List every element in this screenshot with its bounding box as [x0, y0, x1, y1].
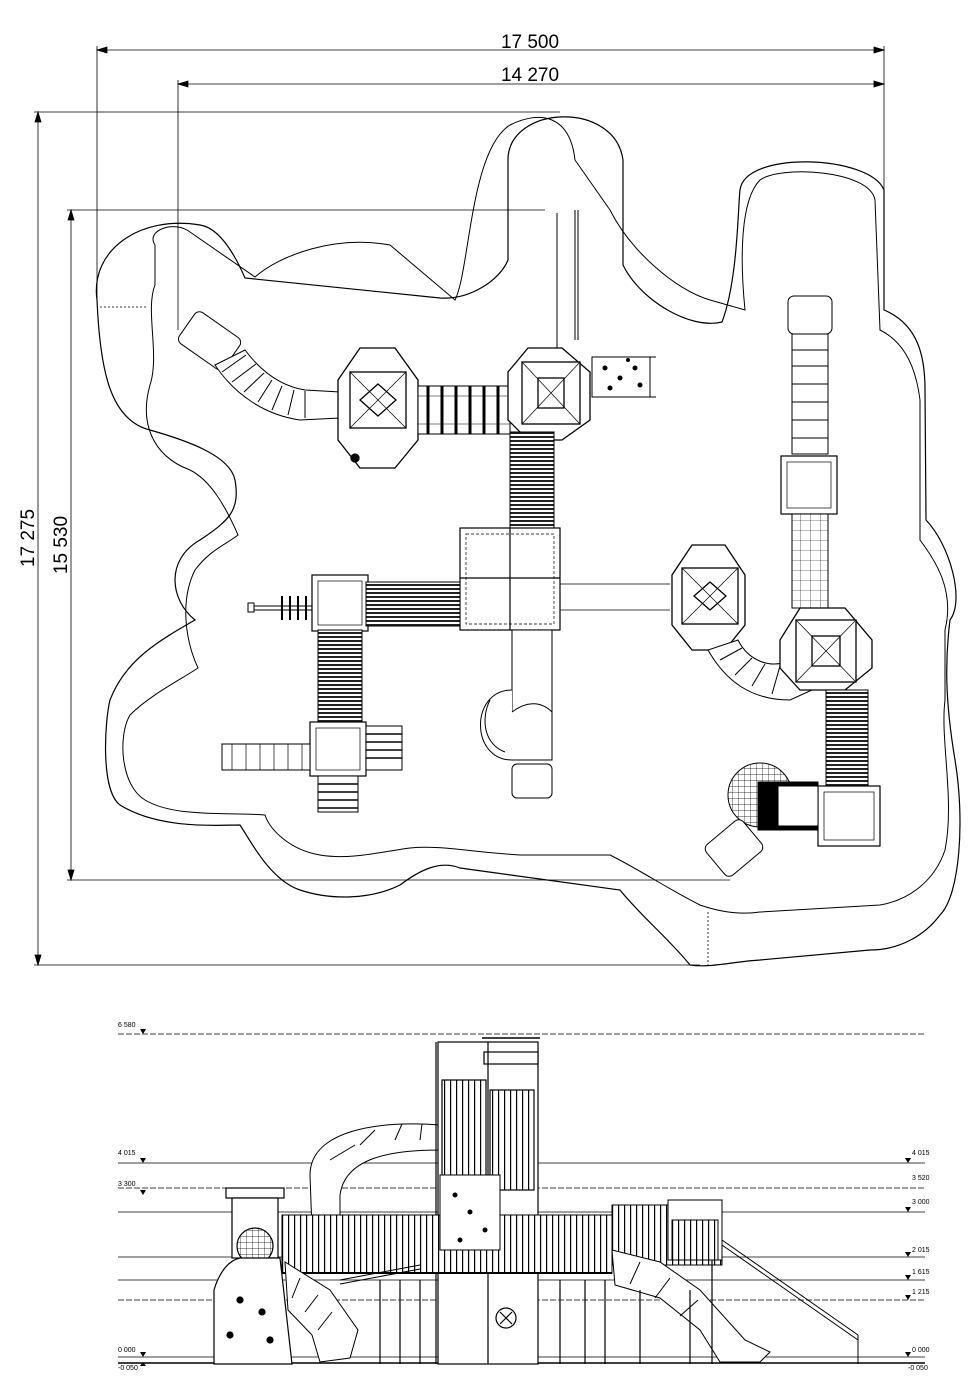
- level-right-1615: 1 615: [912, 1269, 930, 1276]
- tube-slide-f-g: [707, 639, 813, 701]
- bridge-a-b: [417, 385, 511, 435]
- poles: [556, 210, 579, 348]
- tower-hex-f: [671, 544, 746, 651]
- level-left-3300: 3 300: [118, 1181, 136, 1188]
- elevation-left-tower: [213, 1187, 293, 1365]
- elevation-view: 6 580 4 015 3 300 0 000 -0 050 4 015 3 5…: [118, 1022, 930, 1372]
- elevation-right-stairs: [667, 1199, 859, 1364]
- tower-hex-b: [507, 347, 591, 441]
- tower-hex-a: [337, 347, 419, 469]
- dimension-lines: [34, 46, 886, 967]
- tower-g: [780, 455, 838, 515]
- level-right-3520: 3 520: [912, 1175, 930, 1182]
- level-right-minus-0050: -0 050: [908, 1365, 928, 1372]
- levels-right: 4 015 3 520 3 000 2 015 1 615 1 215 0 00…: [905, 1150, 930, 1372]
- net-bridge-g-h: [791, 513, 829, 609]
- level-right-0000: 0 000: [912, 1347, 930, 1354]
- level-left-4015: 4 015: [118, 1150, 136, 1157]
- ladders-e: [221, 725, 403, 813]
- side-ladder-d: [247, 596, 312, 620]
- level-left-minus-0050: -0 050: [118, 1365, 138, 1372]
- tower-hex-h: [779, 607, 873, 691]
- dim-inner-width: 14 270: [501, 65, 559, 86]
- dim-total-depth: 17 275: [18, 509, 39, 567]
- level-left-6580: 6 580: [118, 1022, 136, 1029]
- dim-inner-depth: 15 530: [51, 516, 72, 574]
- tube-slide-top-left: [178, 311, 341, 421]
- level-right-3000: 3 000: [912, 1199, 930, 1206]
- ramp-h-i: [825, 689, 869, 787]
- dim-total-width: 17 500: [501, 32, 559, 53]
- net-tunnel: [704, 762, 819, 877]
- level-right-1215: 1 215: [912, 1289, 930, 1296]
- plan-view: 17 500 14 270 17 275 15 530: [18, 32, 961, 967]
- levels-left: 6 580 4 015 3 300 0 000 -0 050: [118, 1022, 146, 1372]
- level-right-2015: 2 015: [912, 1247, 930, 1254]
- elevation-left-slide: [284, 1261, 359, 1363]
- central-tower: [459, 527, 670, 631]
- inner-safety-zone: [122, 117, 949, 914]
- elevation-right-slide: [611, 1249, 771, 1363]
- tube-slide-right: [787, 295, 833, 455]
- ramp-d-e: [317, 629, 363, 723]
- outer-safety-zone: [95, 116, 961, 967]
- tower-i: [817, 785, 881, 847]
- elevation-posts: [379, 1260, 713, 1364]
- tower-d: [311, 574, 369, 632]
- tube-slide-center: [480, 629, 553, 799]
- ramp-b-c: [509, 431, 555, 531]
- level-right-4015: 4 015: [912, 1150, 930, 1157]
- tower-e: [309, 721, 367, 777]
- level-left-0000: 0 000: [118, 1347, 136, 1354]
- elevation-deck-panels: [281, 1174, 723, 1285]
- climbing-wall: [591, 356, 656, 398]
- elevation-tube-slide: [309, 1123, 441, 1231]
- ramp-d-c: [365, 581, 461, 627]
